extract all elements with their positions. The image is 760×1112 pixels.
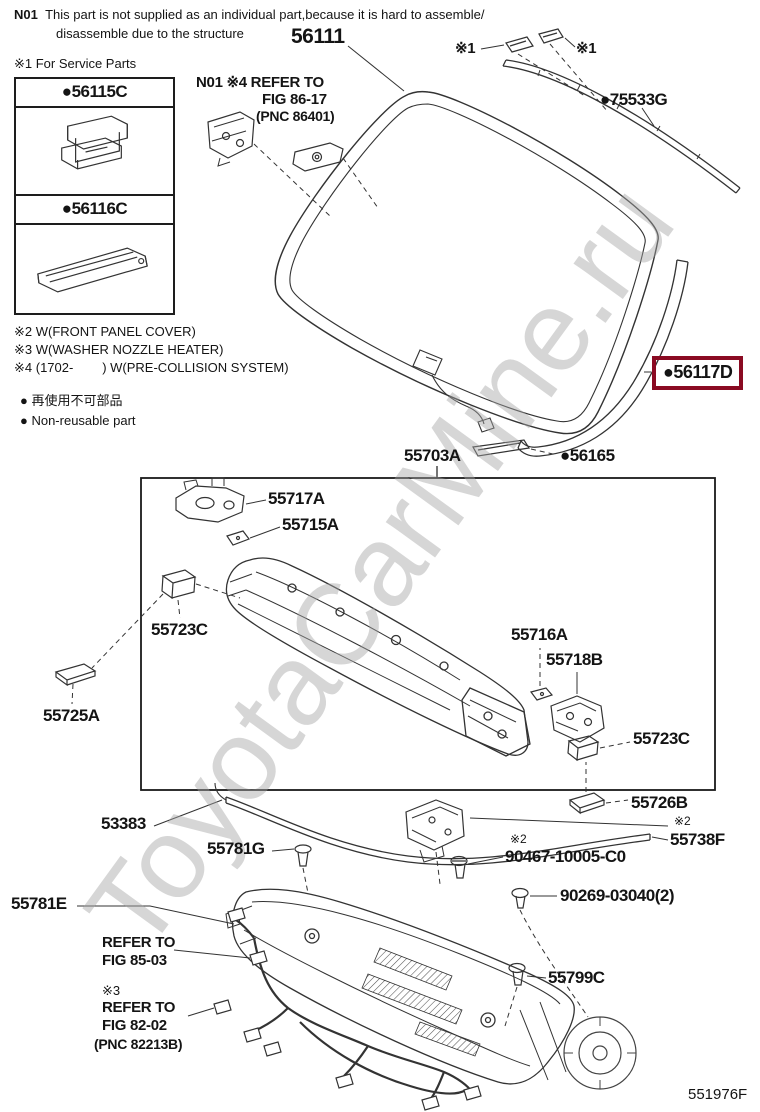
footnote-star3: ※3 W(WASHER NOZZLE HEATER) xyxy=(14,342,224,357)
glass-stop-clips-drawing xyxy=(505,28,564,53)
part-label-56115c[interactable]: ●56115C xyxy=(16,79,173,108)
marker-star1-right: ※1 xyxy=(576,40,597,57)
clip-56116c-drawing xyxy=(16,225,173,313)
part-label-55725a[interactable]: 55725A xyxy=(43,706,100,725)
leader-lines-middle xyxy=(71,499,631,804)
note-n01-line2: disassemble due to the structure xyxy=(56,26,244,41)
refer-fig-85-03-line1[interactable]: REFER TO xyxy=(102,934,176,951)
screws-drawing xyxy=(294,844,529,986)
legend-nonreusable-jp: ● 再使用不可部品 xyxy=(20,393,123,408)
part-label-55738f[interactable]: 55738F xyxy=(670,830,725,849)
footnote-star4: ※4 (1702- ) W(PRE-COLLISION SYSTEM) xyxy=(14,360,289,375)
leader-lines-top xyxy=(253,37,655,456)
camera-bracket-drawing xyxy=(207,111,344,172)
part-label-55723c-1[interactable]: 55723C xyxy=(151,620,208,639)
windshield-glass-drawing xyxy=(274,90,659,435)
part-label-90467[interactable]: 90467-10005-C0 xyxy=(505,847,626,866)
part-label-75533g[interactable]: ●75533G xyxy=(600,90,668,109)
highlighted-part-56117d[interactable]: ●56117D xyxy=(652,356,744,390)
footnote-star2: ※2 W(FRONT PANEL COVER) xyxy=(14,324,196,339)
note-n01-code: N01 xyxy=(14,7,46,22)
clip-56115c-drawing xyxy=(16,108,173,196)
part-label-53383[interactable]: 53383 xyxy=(101,814,146,833)
part-label-55781g[interactable]: 55781G xyxy=(207,839,265,858)
part-label-55717a[interactable]: 55717A xyxy=(268,489,325,508)
part-label-55718b[interactable]: 55718B xyxy=(546,650,603,669)
part-label-55781e[interactable]: 55781E xyxy=(11,894,67,913)
marker-star2-b: ※2 xyxy=(674,814,691,828)
marker-star1-left: ※1 xyxy=(455,40,476,57)
refer-fig-82-02-line2[interactable]: FIG 82-02 xyxy=(102,1017,167,1034)
note-service-parts: ※1 For Service Parts xyxy=(14,56,137,71)
hood-seal-drawing xyxy=(214,782,651,866)
part-label-55799c[interactable]: 55799C xyxy=(548,968,605,987)
part-label-55715a[interactable]: 55715A xyxy=(282,515,339,534)
cowl-louver-drawing xyxy=(225,888,575,1085)
cowl-side-round-drawing xyxy=(563,1016,637,1090)
part-label-55723c-2[interactable]: 55723C xyxy=(633,729,690,748)
marker-star3: ※3 xyxy=(102,983,121,998)
refer-fig-86-17-pnc: (PNC 86401) xyxy=(256,108,335,124)
refer-fig-86-17-line1[interactable]: N01 ※4 REFER TO xyxy=(196,74,324,91)
spacer-56165-drawing xyxy=(472,439,530,457)
part-label-90269[interactable]: 90269-03040(2) xyxy=(560,886,674,905)
wiring-harness-drawing xyxy=(213,907,482,1111)
refer-fig-86-17-line2[interactable]: FIG 86-17 xyxy=(262,91,327,108)
part-label-56111[interactable]: 56111 xyxy=(291,25,345,48)
cowl-top-panel-drawing xyxy=(225,557,531,757)
note-n01-line1: N01 This part is not supplied as an indi… xyxy=(14,7,485,23)
part-label-55703a[interactable]: 55703A xyxy=(404,446,461,465)
side-molding-drawing xyxy=(517,259,689,457)
service-parts-table: ●56115C ●56116C xyxy=(14,77,175,315)
part-label-56165[interactable]: ●56165 xyxy=(560,446,615,465)
figure-code: 551976F xyxy=(688,1086,748,1103)
part-label-55716a[interactable]: 55716A xyxy=(511,625,568,644)
refer-fig-85-03-line2[interactable]: FIG 85-03 xyxy=(102,952,167,969)
refer-fig-82-02-line1[interactable]: REFER TO xyxy=(102,999,176,1016)
leader-lines-bottom xyxy=(77,799,669,1027)
mount-bracket-drawing xyxy=(405,799,465,863)
note-n01-text: This part is not supplied as an individu… xyxy=(45,7,485,22)
refer-fig-82-02-pnc: (PNC 82213B) xyxy=(94,1036,183,1052)
upper-molding-drawing xyxy=(502,59,741,194)
cowl-small-parts-drawing xyxy=(54,477,606,815)
cowl-box-frame xyxy=(140,466,716,791)
legend-nonreusable-en: ● Non-reusable part xyxy=(20,413,136,428)
part-label-55726b[interactable]: 55726B xyxy=(631,793,688,812)
part-label-56116c[interactable]: ●56116C xyxy=(16,196,173,225)
marker-star2-a: ※2 xyxy=(510,832,527,846)
